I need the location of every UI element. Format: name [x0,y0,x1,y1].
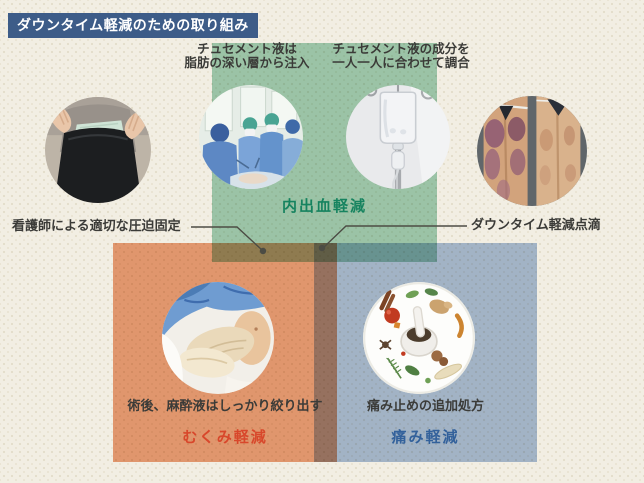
swelling-reduction-label: むくみ軽減 [182,428,268,446]
herbal-medicine-illustration [363,282,475,394]
annotation-tumescent-blend: チュセメント液の成分を 一人一人に合わせて調合 [329,42,473,69]
drip-callout-label: ダウンタイム軽減点滴 [471,218,601,233]
annotation-tumescent-injection-line2: 脂肪の深い層から注入 [184,54,310,70]
annotation-tumescent-injection-line1: チュセメント液は [197,41,297,56]
bruised-legs-illustration [477,96,587,206]
compression-garment-illustration [45,97,151,203]
post-op-massage-illustration [162,282,274,394]
page-title: ダウンタイム軽減のための取り組み [8,13,258,38]
compression-callout-label: 看護師による適切な圧迫固定 [12,219,181,234]
iv-drip-photo [346,85,450,189]
post-op-massage-photo [162,282,274,394]
operating-room-illustration [199,85,303,189]
herbal-medicine-photo [363,282,475,394]
compression-garment-photo [45,97,151,203]
swelling-caption: 術後、麻酔液はしっかり絞り出す [127,399,323,414]
page-title-text: ダウンタイム軽減のための取り組み [17,18,249,34]
annotation-tumescent-blend-line2: 一人一人に合わせて調合 [332,54,470,70]
annotation-tumescent-blend-line1: チュセメント液の成分を [332,41,470,56]
bruised-legs-photo [477,96,587,206]
pain-caption: 痛み止めの追加処方 [366,399,484,414]
bruise-reduction-label: 内出血軽減 [281,197,367,215]
operating-room-photo [199,85,303,189]
pain-reduction-label: 痛み軽減 [391,428,460,446]
iv-drip-illustration [346,85,450,189]
annotation-tumescent-injection: チュセメント液は 脂肪の深い層から注入 [176,42,318,69]
